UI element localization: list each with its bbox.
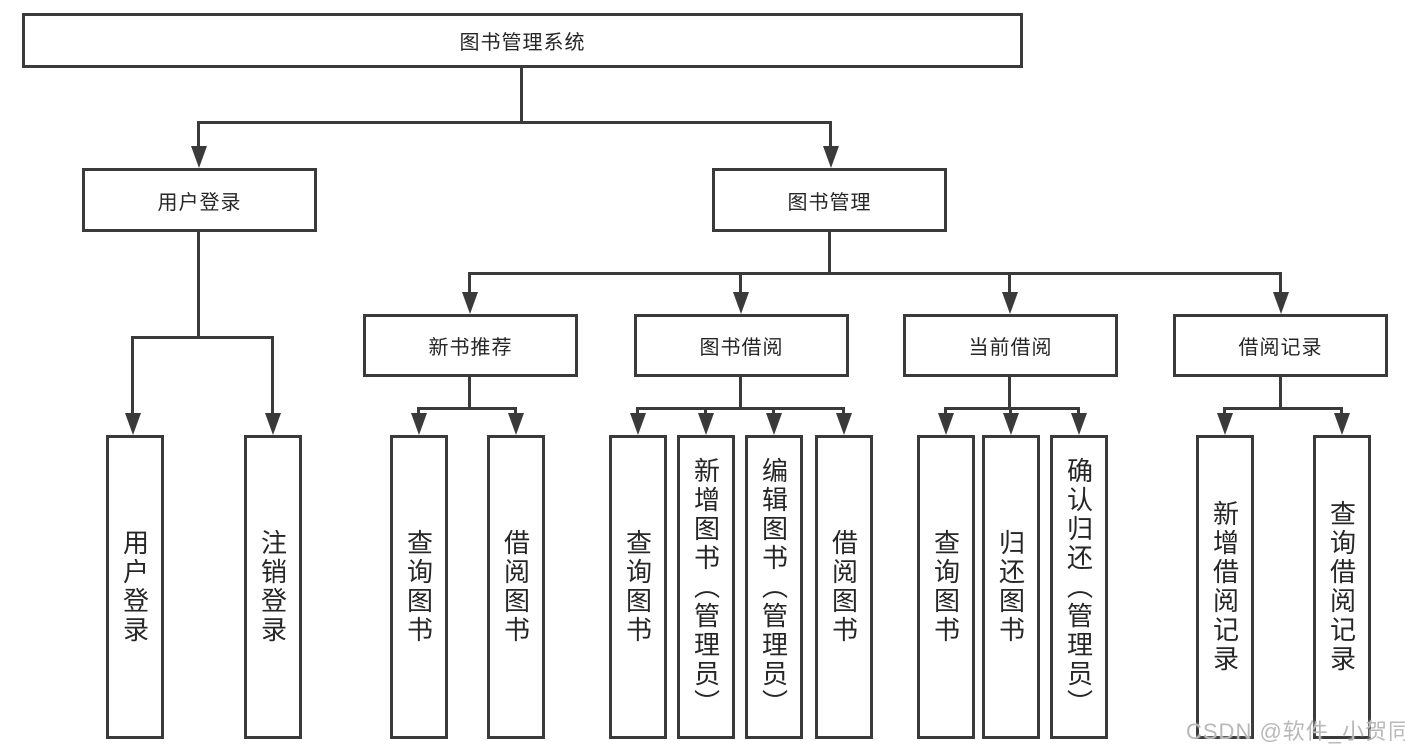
connector-vline xyxy=(197,121,200,146)
connector-vline xyxy=(417,407,420,415)
connector-vline xyxy=(1009,407,1012,415)
arrow-down-icon xyxy=(823,146,839,168)
connector-vline xyxy=(1279,377,1282,407)
connector-vline xyxy=(704,407,707,415)
connector-vline xyxy=(1340,407,1343,415)
connector-vline xyxy=(1077,407,1080,415)
connector-vline xyxy=(739,272,742,292)
connector-vline xyxy=(1223,407,1226,415)
connector-hline xyxy=(417,407,517,410)
node-book-borrowing: 图书借阅 xyxy=(634,314,849,377)
arrow-down-icon xyxy=(733,292,749,314)
node-borrow-books: 借阅图书 xyxy=(487,435,545,739)
connector-vline xyxy=(514,407,517,415)
node-add-books-admin: 新增图书（管理员） xyxy=(677,435,735,739)
node-borrowing-records: 借阅记录 xyxy=(1173,314,1388,377)
node-confirm-return-admin: 确认归还（管理员） xyxy=(1050,435,1108,739)
connector-vline xyxy=(739,377,742,407)
node-user-login-leaf: 用户登录 xyxy=(106,435,164,739)
connector-vline xyxy=(1008,377,1011,407)
connector-vline xyxy=(468,272,471,292)
node-logout: 注销登录 xyxy=(244,435,302,739)
node-book-management: 图书管理 xyxy=(712,168,947,232)
connector-vline xyxy=(468,377,471,407)
arrow-down-icon xyxy=(1334,413,1350,435)
node-query-books-2: 查询图书 xyxy=(609,435,667,739)
connector-vline xyxy=(520,68,523,121)
connector-vline xyxy=(828,232,831,272)
connector-hline xyxy=(1223,407,1343,410)
connector-vline xyxy=(1279,272,1282,292)
arrow-down-icon xyxy=(411,413,427,435)
connector-vline xyxy=(271,336,274,413)
connector-vline xyxy=(131,336,134,413)
node-current-borrowing: 当前借阅 xyxy=(903,314,1118,377)
connector-hline xyxy=(636,407,845,410)
arrow-down-icon xyxy=(630,413,646,435)
node-query-books-3: 查询图书 xyxy=(917,435,975,739)
connector-vline xyxy=(944,407,947,415)
arrow-down-icon xyxy=(938,413,954,435)
arrow-down-icon xyxy=(1003,413,1019,435)
arrow-down-icon xyxy=(1273,292,1289,314)
connector-vline xyxy=(197,232,200,336)
arrow-down-icon xyxy=(265,413,281,435)
arrow-down-icon xyxy=(1002,292,1018,314)
node-query-borrow-record: 查询借阅记录 xyxy=(1313,435,1371,739)
node-add-borrow-record: 新增借阅记录 xyxy=(1196,435,1254,739)
node-edit-books-admin: 编辑图书（管理员） xyxy=(745,435,803,739)
connector-vline xyxy=(829,121,832,146)
arrow-down-icon xyxy=(836,413,852,435)
node-query-books: 查询图书 xyxy=(390,435,448,739)
node-borrow-books-2: 借阅图书 xyxy=(815,435,873,739)
connector-vline xyxy=(772,407,775,415)
arrow-down-icon xyxy=(125,413,141,435)
node-library-management-system: 图书管理系统 xyxy=(22,13,1023,68)
arrow-down-icon xyxy=(462,292,478,314)
arrow-down-icon xyxy=(1217,413,1233,435)
connector-hline xyxy=(131,336,274,339)
csdn-watermark: CSDN @软件_小贺同学 xyxy=(1186,719,1405,744)
node-user-login: 用户登录 xyxy=(82,168,317,232)
node-return-books: 归还图书 xyxy=(982,435,1040,739)
node-new-book-recommendation: 新书推荐 xyxy=(363,314,578,377)
arrow-down-icon xyxy=(508,413,524,435)
connector-hline xyxy=(468,272,1282,275)
connector-vline xyxy=(636,407,639,415)
arrow-down-icon xyxy=(191,146,207,168)
arrow-down-icon xyxy=(698,413,714,435)
connector-vline xyxy=(842,407,845,415)
connector-hline xyxy=(944,407,1080,410)
arrow-down-icon xyxy=(1071,413,1087,435)
arrow-down-icon xyxy=(766,413,782,435)
connector-hline xyxy=(197,121,832,124)
connector-vline xyxy=(1008,272,1011,292)
